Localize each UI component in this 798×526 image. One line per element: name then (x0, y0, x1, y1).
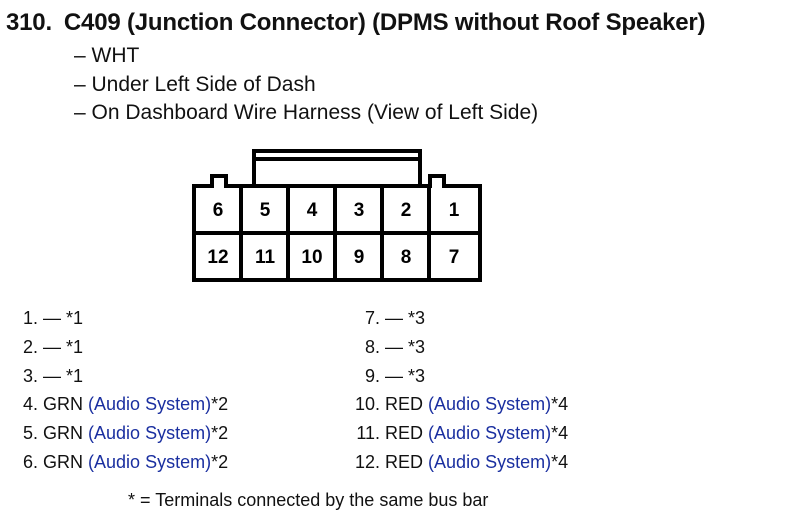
connector-body-outline (192, 174, 482, 282)
connector-title: C409 (Junction Connector) (DPMS without … (63, 9, 706, 36)
footnote: * = Terminals connected by the same bus … (128, 490, 489, 510)
detail-harness: – On Dashboard Wire Harness (View of Lef… (74, 101, 539, 124)
list-item: 1. — *1 (22, 308, 84, 328)
audio-system-link[interactable]: (Audio System) (428, 452, 552, 472)
list-item: 12. RED (Audio System)*4 (354, 452, 569, 472)
detail-color: – WHT (74, 44, 140, 67)
cavity-label: 1 (449, 200, 460, 221)
list-item: 6. GRN (Audio System)*2 (22, 452, 229, 472)
list-item: 7. — *3 (364, 308, 426, 328)
list-item: 9. — *3 (364, 366, 426, 386)
list-item: 3. — *1 (22, 366, 84, 386)
audio-system-link[interactable]: (Audio System) (428, 394, 552, 414)
cavity-label: 6 (213, 200, 224, 221)
audio-system-link[interactable]: (Audio System) (88, 452, 212, 472)
audio-system-link[interactable]: (Audio System) (88, 423, 212, 443)
cavity-label: 3 (354, 200, 365, 221)
list-item: 5. GRN (Audio System)*2 (22, 423, 229, 443)
connector-diagram: 6 5 4 3 2 1 12 11 10 9 8 7 (192, 149, 482, 282)
list-item: 11. RED (Audio System)*4 (356, 423, 569, 443)
page-title: 310. C409 (Junction Connector) (DPMS with… (6, 9, 706, 37)
cavity-label: 8 (401, 247, 412, 268)
audio-system-link[interactable]: (Audio System) (428, 423, 552, 443)
cavity-label: 4 (307, 200, 318, 221)
audio-system-link[interactable]: (Audio System) (88, 394, 212, 414)
list-item: 8. — *3 (364, 337, 426, 357)
cavity-label: 11 (255, 247, 276, 268)
list-item: 2. — *1 (22, 337, 84, 357)
cavity-label: 7 (449, 247, 460, 268)
list-item: 4. GRN (Audio System)*2 (22, 394, 229, 414)
cavity-label: 12 (207, 247, 228, 268)
cavity-label: 5 (260, 200, 271, 221)
detail-location: – Under Left Side of Dash (74, 73, 316, 96)
cavity-label: 10 (301, 247, 322, 268)
cavity-label: 2 (401, 200, 412, 221)
section-number: 310. (6, 9, 52, 36)
connector-lock-bracket (252, 149, 422, 186)
list-item: 10. RED (Audio System)*4 (354, 394, 569, 414)
cavity-label: 9 (354, 247, 365, 268)
